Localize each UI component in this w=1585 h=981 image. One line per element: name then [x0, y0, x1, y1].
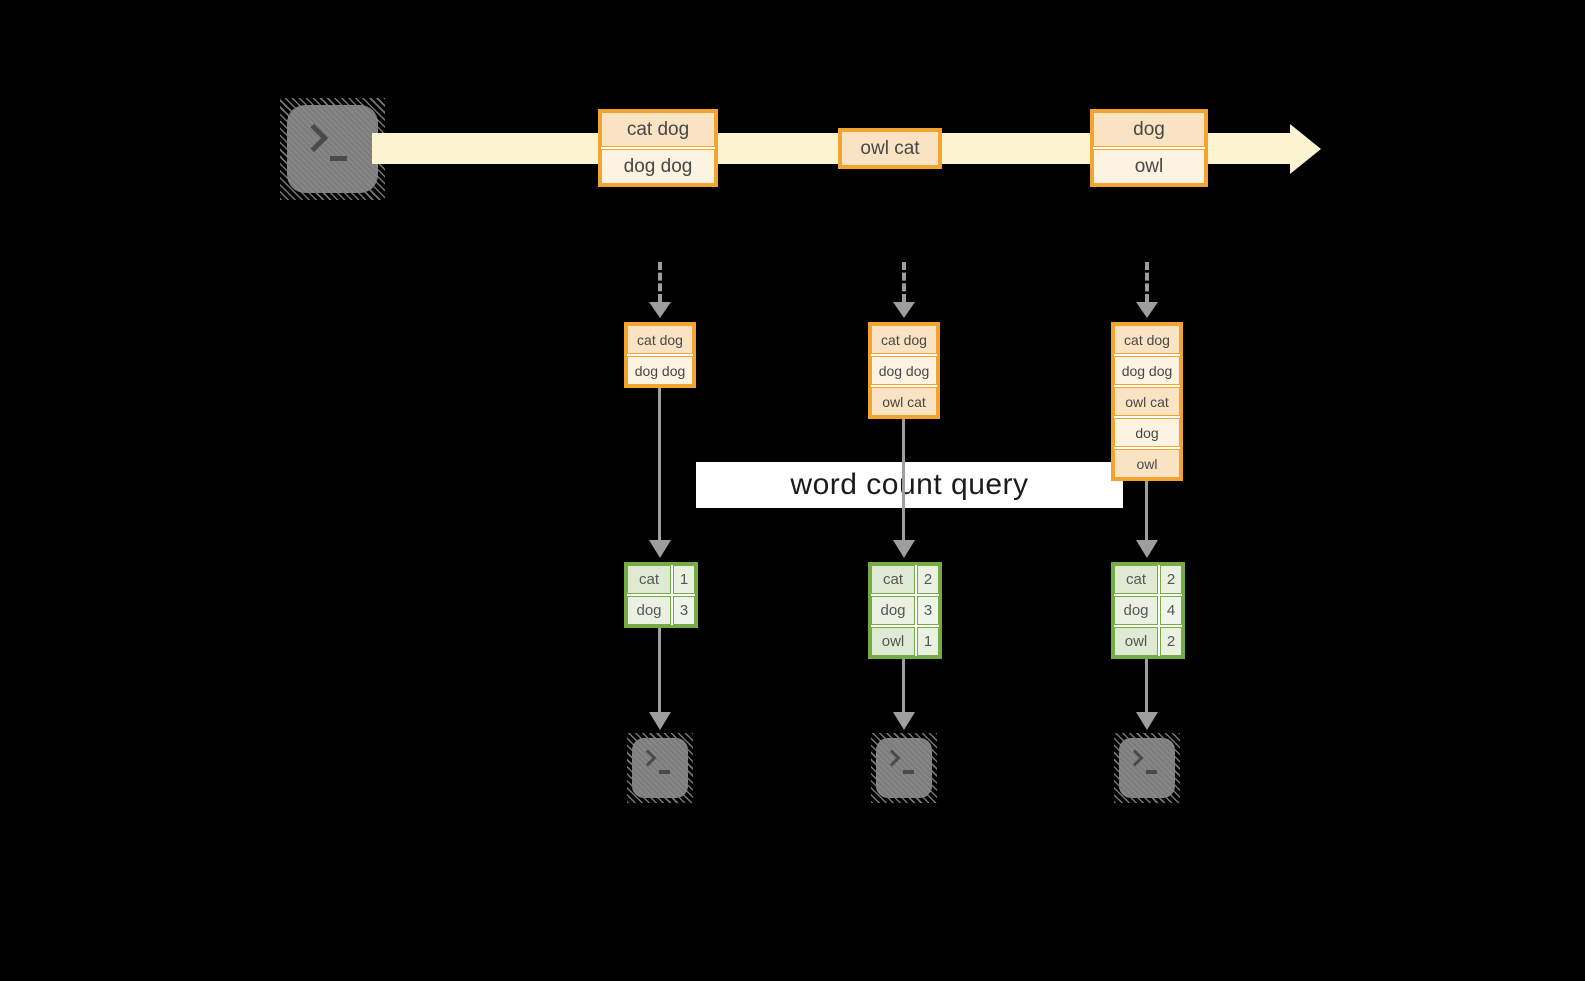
stream-record: dog dog — [601, 149, 715, 184]
result-table-3: cat 2 dog 4 owl 2 — [1111, 562, 1185, 659]
dashed-arrow-head-icon — [649, 302, 671, 318]
dashed-arrow-line — [1145, 262, 1149, 302]
stream-record: owl cat — [841, 131, 939, 166]
input-table-1: cat dog dog dog — [624, 322, 696, 388]
input-row: cat dog — [1114, 325, 1180, 354]
flow-arrow-head-icon — [893, 540, 915, 558]
word-cell: dog — [627, 596, 671, 625]
terminal-body — [1119, 738, 1175, 798]
word-cell: cat — [871, 565, 915, 594]
count-cell: 3 — [673, 596, 695, 625]
count-cell: 4 — [1160, 596, 1182, 625]
input-row: dog — [1114, 418, 1180, 447]
flow-arrow-line — [1145, 659, 1148, 712]
terminal-body — [876, 738, 932, 798]
input-row: owl cat — [871, 387, 937, 416]
source-terminal-icon — [280, 98, 385, 200]
flow-arrow-line — [902, 419, 905, 540]
flow-arrow-head-icon — [1136, 540, 1158, 558]
input-row: owl cat — [1114, 387, 1180, 416]
word-cell: dog — [1114, 596, 1158, 625]
dashed-arrow-head-icon — [893, 302, 915, 318]
word-cell: owl — [871, 627, 915, 656]
result-table-1: cat 1 dog 3 — [624, 562, 698, 628]
word-cell: cat — [1114, 565, 1158, 594]
word-cell: cat — [627, 565, 671, 594]
sink-terminal-icon — [627, 733, 693, 803]
count-cell: 1 — [917, 627, 939, 656]
word-cell: owl — [1114, 627, 1158, 656]
dashed-arrow-line — [658, 262, 662, 302]
flow-arrow-line — [658, 388, 661, 540]
dashed-arrow-head-icon — [1136, 302, 1158, 318]
terminal-cursor-icon — [903, 770, 914, 774]
terminal-cursor-icon — [330, 156, 347, 161]
sink-terminal-icon — [1114, 733, 1180, 803]
flow-arrow-line — [1145, 481, 1148, 540]
flow-arrow-head-icon — [893, 712, 915, 730]
stream-record: cat dog — [601, 112, 715, 147]
flow-arrow-head-icon — [649, 712, 671, 730]
stream-batch-2: owl cat — [838, 128, 942, 169]
terminal-body — [287, 105, 378, 193]
count-cell: 3 — [917, 596, 939, 625]
stream-arrowhead — [1290, 124, 1321, 174]
flow-arrow-line — [658, 628, 661, 712]
stream-record: dog — [1093, 112, 1205, 147]
flow-arrow-head-icon — [1136, 712, 1158, 730]
input-row: cat dog — [627, 325, 693, 354]
flow-arrow-head-icon — [649, 540, 671, 558]
terminal-cursor-icon — [659, 770, 670, 774]
query-label: word count query — [696, 462, 1123, 508]
flow-arrow-line — [902, 659, 905, 712]
terminal-cursor-icon — [1146, 770, 1157, 774]
count-cell: 2 — [917, 565, 939, 594]
result-table-2: cat 2 dog 3 owl 1 — [868, 562, 942, 659]
stream-batch-3: dog owl — [1090, 109, 1208, 187]
sink-terminal-icon — [871, 733, 937, 803]
dashed-arrow-line — [902, 262, 906, 302]
input-table-2: cat dog dog dog owl cat — [868, 322, 940, 419]
stream-batch-1: cat dog dog dog — [598, 109, 718, 187]
stream-record: owl — [1093, 149, 1205, 184]
count-cell: 2 — [1160, 565, 1182, 594]
input-row: dog dog — [627, 356, 693, 385]
input-table-3: cat dog dog dog owl cat dog owl — [1111, 322, 1183, 481]
input-row: dog dog — [871, 356, 937, 385]
count-cell: 1 — [673, 565, 695, 594]
terminal-body — [632, 738, 688, 798]
input-row: cat dog — [871, 325, 937, 354]
input-row: owl — [1114, 449, 1180, 478]
word-cell: dog — [871, 596, 915, 625]
count-cell: 2 — [1160, 627, 1182, 656]
input-row: dog dog — [1114, 356, 1180, 385]
